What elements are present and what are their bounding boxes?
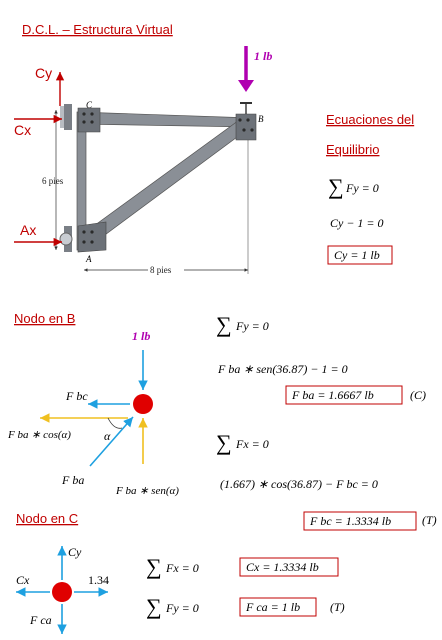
s3-result-box (303, 511, 417, 531)
s3-res2-box (239, 597, 317, 617)
node-b-dot (133, 394, 153, 414)
node-c-label: C (86, 100, 93, 110)
eq1-text: Fy = 0 (345, 181, 379, 195)
eq-title-2: Equilibrio (326, 142, 379, 157)
dimension-width (84, 140, 249, 276)
eq3-box (327, 245, 393, 265)
s2-result1: F ba = 1.6667 lb (291, 388, 374, 402)
eq3-text: Cy = 1 lb (334, 248, 380, 262)
s2-eq-line2: (1.667) ∗ cos(36.87) − F bc = 0 (220, 477, 378, 491)
eq-title-1: Ecuaciones del (326, 112, 414, 127)
label-fba-sen: F ba ∗ sen(α) (115, 485, 179, 497)
s3-res1-box (239, 557, 339, 577)
s2-eq-sum1: Fy = 0 (235, 319, 269, 333)
node-b-label: B (258, 114, 264, 124)
label-ax: Ax (20, 222, 36, 238)
s2-eq-sum2: Fx = 0 (235, 437, 269, 451)
s3-sigma2: ∑ (146, 594, 162, 619)
label-fba: F ba (61, 473, 84, 487)
load-label-2: 1 lb (132, 329, 150, 343)
s2-sigma1: ∑ (216, 312, 232, 337)
section2-title: Nodo en B (14, 311, 75, 326)
label-s3-134: 1.34 (88, 573, 109, 587)
s2-result1-box (285, 385, 403, 405)
node-a-label: A (85, 254, 92, 264)
label-s3-cy: Cy (68, 545, 82, 559)
dim-width-label: 8 pies (150, 265, 172, 275)
dim-height-label: 6 pies (42, 176, 64, 186)
section3-title: Nodo en C (16, 511, 78, 526)
eq1-sigma: ∑ (328, 174, 344, 199)
load-arrow-b (238, 46, 254, 92)
support-a (59, 226, 73, 252)
truss (76, 102, 257, 253)
label-fbc: F bc (65, 389, 88, 403)
angle-arc (107, 417, 123, 429)
s3-result-note: (T) (422, 513, 437, 527)
label-cx: Cx (14, 122, 31, 138)
s3-result: F bc = 1.3334 lb (309, 514, 391, 528)
label-s3-cx: Cx (16, 573, 30, 587)
s2-eq-line1: F ba ∗ sen(36.87) − 1 = 0 (217, 362, 348, 376)
label-s3-fca: F ca (29, 613, 52, 627)
s3-res2: F ca = 1 lb (245, 600, 300, 614)
label-alpha: α (104, 429, 111, 443)
label-fba-cos: F ba ∗ cos(α) (7, 429, 71, 441)
eq2-text: Cy − 1 = 0 (330, 216, 384, 230)
load-label-1: 1 lb (254, 49, 272, 63)
s2-result1-note: (C) (410, 388, 426, 402)
label-cy: Cy (35, 65, 52, 81)
section1-title: D.C.L. – Estructura Virtual (22, 22, 173, 37)
s3-eq-sum1: Fx = 0 (165, 561, 199, 575)
s3-eq-sum2: Fy = 0 (165, 601, 199, 615)
s3-res1: Cx = 1.3334 lb (246, 560, 319, 574)
s3-sigma1: ∑ (146, 554, 162, 579)
s3-res2-note: (T) (330, 600, 345, 614)
node-c-dot (52, 582, 72, 602)
s2-sigma2: ∑ (216, 430, 232, 455)
support-c (60, 104, 72, 130)
arrow-fba (89, 416, 134, 467)
